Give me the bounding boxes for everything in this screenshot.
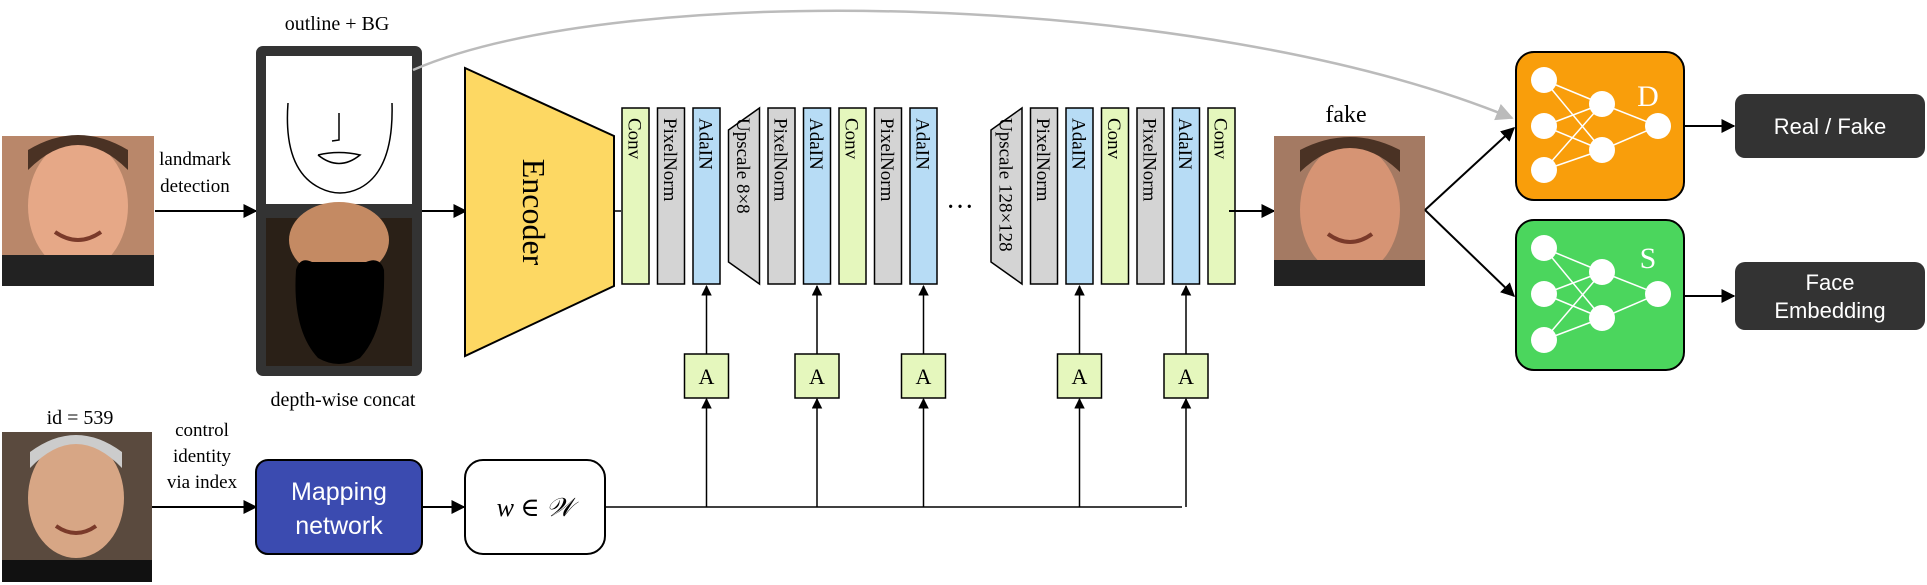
discriminator-d: D <box>1515 51 1685 201</box>
generator-layer-stack: Conv PixelNorm AdaIN Upscale 8×8 PixelNorm Ad… <box>614 106 1236 286</box>
affine-label-1: A <box>809 364 825 389</box>
layer-pixelnorm-1 <box>656 107 686 285</box>
face-embedding-label-2: Embedding <box>1774 298 1885 323</box>
arrow-to-d <box>1424 127 1516 211</box>
fake-face-photo <box>1274 136 1425 286</box>
discriminator-s-letter: S <box>1640 242 1657 275</box>
layer-label-4: PixelNorm <box>770 118 791 202</box>
layer-label-11: AdaIN <box>1068 118 1089 170</box>
layer-label-1: PixelNorm <box>659 118 680 202</box>
layer-label-0: Conv <box>624 118 645 160</box>
layer-pixelnorm-10 <box>1029 107 1059 285</box>
w-bus-branches <box>701 397 1192 507</box>
identity-photo <box>2 432 152 582</box>
control-label-3: via index <box>167 472 238 493</box>
affine-label-3: A <box>1072 364 1088 389</box>
depth-concat-label: depth-wise concat <box>271 389 416 411</box>
real-fake-label: Real / Fake <box>1774 114 1887 139</box>
real-fake-box <box>1735 94 1925 158</box>
arrow-to-s <box>1424 209 1516 297</box>
mapping-label-2: network <box>295 512 383 540</box>
layer-label-12: Conv <box>1103 118 1124 160</box>
concat-frame <box>256 46 422 376</box>
layer-label-9: Upscale 128×128 <box>995 118 1016 252</box>
affine-label-2: A <box>916 364 932 389</box>
layer-conv-15 <box>1207 107 1236 285</box>
outline-bg-label: outline + BG <box>285 13 390 35</box>
discriminator-s: S <box>1515 219 1685 371</box>
mapping-label-1: Mapping <box>291 478 387 506</box>
affine-label-0: A <box>699 364 715 389</box>
layer-adain-11 <box>1065 107 1094 285</box>
masked-background-image <box>266 202 412 366</box>
landmark-label-2: detection <box>160 176 230 197</box>
layer-conv-0 <box>621 107 650 285</box>
landmark-label-1: landmark <box>159 149 231 170</box>
discriminator-d-letter: D <box>1637 80 1659 113</box>
layer-label-3: Upscale 8×8 <box>732 118 753 214</box>
layer-adain-14 <box>1171 107 1201 285</box>
face-outline-sketch <box>286 102 393 194</box>
layer-label-7: PixelNorm <box>876 118 897 202</box>
layer-pixelnorm-7 <box>873 107 903 285</box>
layer-label-6: Conv <box>841 118 862 160</box>
layer-label-2: AdaIN <box>695 118 716 170</box>
layer-label-15: Conv <box>1210 118 1231 160</box>
layer-label-13: PixelNorm <box>1139 118 1160 202</box>
layer-pixelnorm-4 <box>767 107 796 285</box>
affine-label-4: A <box>1178 364 1194 389</box>
affine-block-0 <box>683 353 730 399</box>
layer-upscale-128-128-9 <box>990 106 1023 286</box>
layer-adain-5 <box>802 107 832 285</box>
layer-label-10: PixelNorm <box>1032 118 1053 202</box>
outline-to-discriminator-curve <box>412 9 1514 121</box>
layer-label-5: AdaIN <box>805 118 826 170</box>
face-embedding-label-1: Face <box>1806 270 1855 295</box>
fake-label: fake <box>1325 102 1366 128</box>
encoder-label: Encoder <box>516 159 552 266</box>
control-label-2: identity <box>173 446 232 467</box>
encoder-block <box>464 66 615 358</box>
layer-adain-2 <box>692 107 721 285</box>
layer-adain-8 <box>909 107 938 285</box>
layer-conv-12 <box>1100 107 1130 285</box>
w-latent-label: w ∈ 𝒲 <box>497 493 580 522</box>
layer-label-14: AdaIN <box>1174 118 1195 170</box>
face-embedding-box <box>1735 262 1925 330</box>
affine-block-3 <box>1056 353 1103 399</box>
layer-pixelnorm-13 <box>1136 107 1165 285</box>
input-face-photo <box>2 135 154 286</box>
control-label-1: control <box>175 420 229 441</box>
layer-upscale-8-8-3 <box>727 106 761 286</box>
layer-conv-6 <box>838 107 867 285</box>
id-label: id = 539 <box>47 407 114 429</box>
layer-label-8: AdaIN <box>912 118 933 170</box>
ellipsis: ··· <box>946 192 974 223</box>
